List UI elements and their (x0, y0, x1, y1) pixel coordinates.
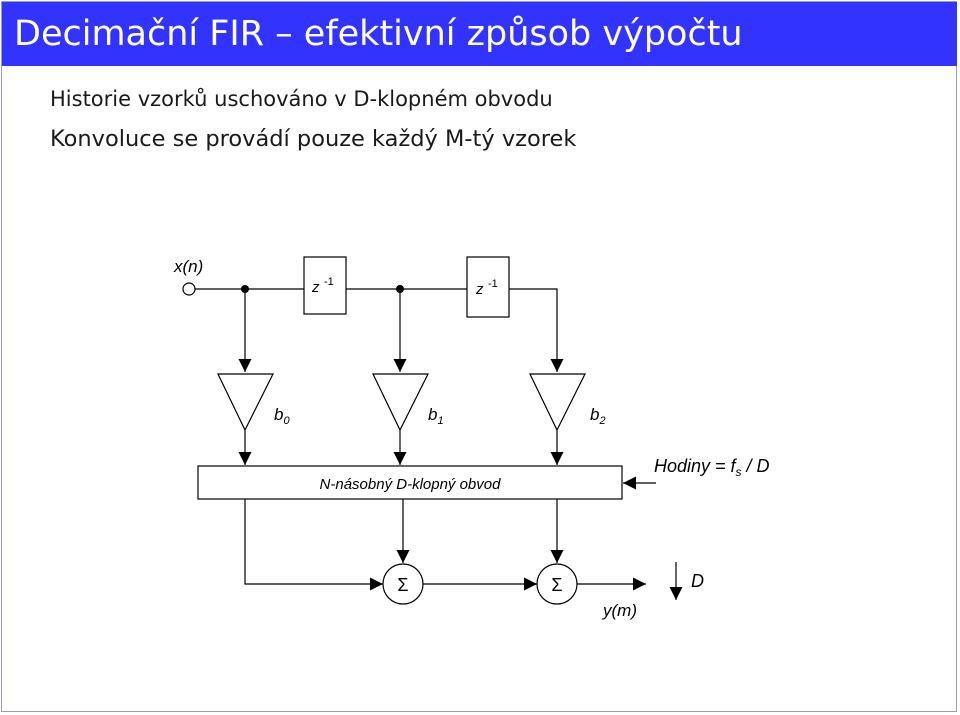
coeff-b0: b0 (274, 405, 290, 427)
delay-1-exp: -1 (324, 276, 334, 288)
adder-2-symbol: Σ (551, 575, 562, 595)
adder-1-symbol: Σ (397, 575, 408, 595)
slide-title: Decimační FIR – efektivní způsob výpočtu (14, 14, 743, 54)
bullet-text-1: Historie vzorků uschováno v D-klopném ob… (50, 87, 553, 111)
multiplier-0 (217, 373, 274, 432)
bullet-text-2: Konvoluce se provádí pouze každý M-tý vz… (50, 126, 577, 152)
input-node (182, 282, 196, 296)
multiplier-2 (529, 373, 586, 432)
multiplier-1 (372, 373, 429, 432)
delay-2-exp: -1 (488, 278, 498, 290)
clock-label: Hodiny = fs / D (654, 456, 770, 479)
output-label: y(m) (602, 601, 637, 620)
delay-block-1 (303, 256, 347, 315)
tap-line-2 (509, 288, 564, 372)
delay-block-2 (466, 256, 510, 318)
latch-label: N-násobný D-klopný obvod (320, 476, 502, 493)
delay-1-z: z (311, 279, 320, 296)
input-label: x(n) (173, 257, 203, 276)
title-bar: Decimační FIR – efektivní způsob výpočtu (2, 2, 957, 66)
latch-block (197, 465, 623, 500)
latch-out-0 (244, 499, 383, 591)
coeff-b2: b2 (590, 405, 606, 427)
decimation-label: D (691, 571, 704, 591)
delay-2-z: z (475, 281, 484, 298)
coeff-b1: b1 (428, 405, 444, 427)
